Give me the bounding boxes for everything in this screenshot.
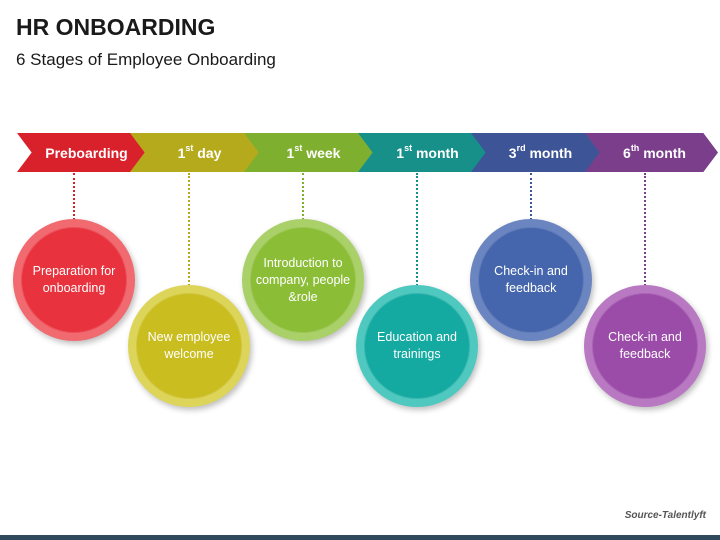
- stage-label: 1st week: [286, 142, 341, 161]
- step-circle-3rd-month: Check-in and feedback: [470, 219, 592, 341]
- step-text: Check-in and feedback: [494, 264, 568, 295]
- step-text: New employee welcome: [147, 330, 231, 361]
- stage-label: 3rd month: [508, 142, 573, 161]
- step-circle-inner: Preparation for onboarding: [21, 227, 127, 333]
- stage-chevron-1st-day: 1st day: [130, 133, 263, 172]
- step-text: Education and trainings: [377, 330, 457, 361]
- connector-line: [302, 173, 304, 220]
- connector-line: [644, 173, 646, 286]
- stage-chevron-1st-month: 1st month: [358, 133, 491, 172]
- step-text: Preparation for onboarding: [32, 264, 116, 295]
- step-circle-inner: Check-in and feedback: [592, 293, 698, 399]
- stage-chevron-1st-week: 1st week: [244, 133, 377, 172]
- stage-chevron-6th-month: 6th month: [585, 133, 718, 172]
- page-subtitle: 6 Stages of Employee Onboarding: [16, 50, 276, 69]
- step-circle-inner: Introduction to company, people &role: [250, 227, 356, 333]
- page-title: HR ONBOARDING: [16, 14, 216, 40]
- step-circle-inner: Check-in and feedback: [478, 227, 584, 333]
- stage-label: 1st month: [396, 142, 459, 161]
- stage-label: 6th month: [623, 142, 686, 161]
- stage-label: Preboarding: [45, 144, 128, 161]
- step-circle-1st-month: Education and trainings: [356, 285, 478, 407]
- bottom-bar: [0, 535, 720, 540]
- stage-chevron-preboarding: Preboarding: [17, 133, 150, 172]
- step-text: Introduction to company, people &role: [255, 255, 351, 304]
- connector-line: [73, 173, 75, 220]
- step-circle-inner: Education and trainings: [364, 293, 470, 399]
- step-circle-preboarding: Preparation for onboarding: [13, 219, 135, 341]
- step-circle-inner: New employee welcome: [136, 293, 242, 399]
- connector-line: [188, 173, 190, 286]
- connector-line: [416, 173, 418, 286]
- stage-chevron-3rd-month: 3rd month: [471, 133, 604, 172]
- connector-line: [530, 173, 532, 220]
- step-text: Check-in and feedback: [608, 330, 682, 361]
- source-credit: Source-Talentlyft: [624, 510, 706, 521]
- stage-label: 1st day: [177, 142, 222, 161]
- step-circle-1st-week: Introduction to company, people &role: [242, 219, 364, 341]
- step-circle-6th-month: Check-in and feedback: [584, 285, 706, 407]
- step-circle-1st-day: New employee welcome: [128, 285, 250, 407]
